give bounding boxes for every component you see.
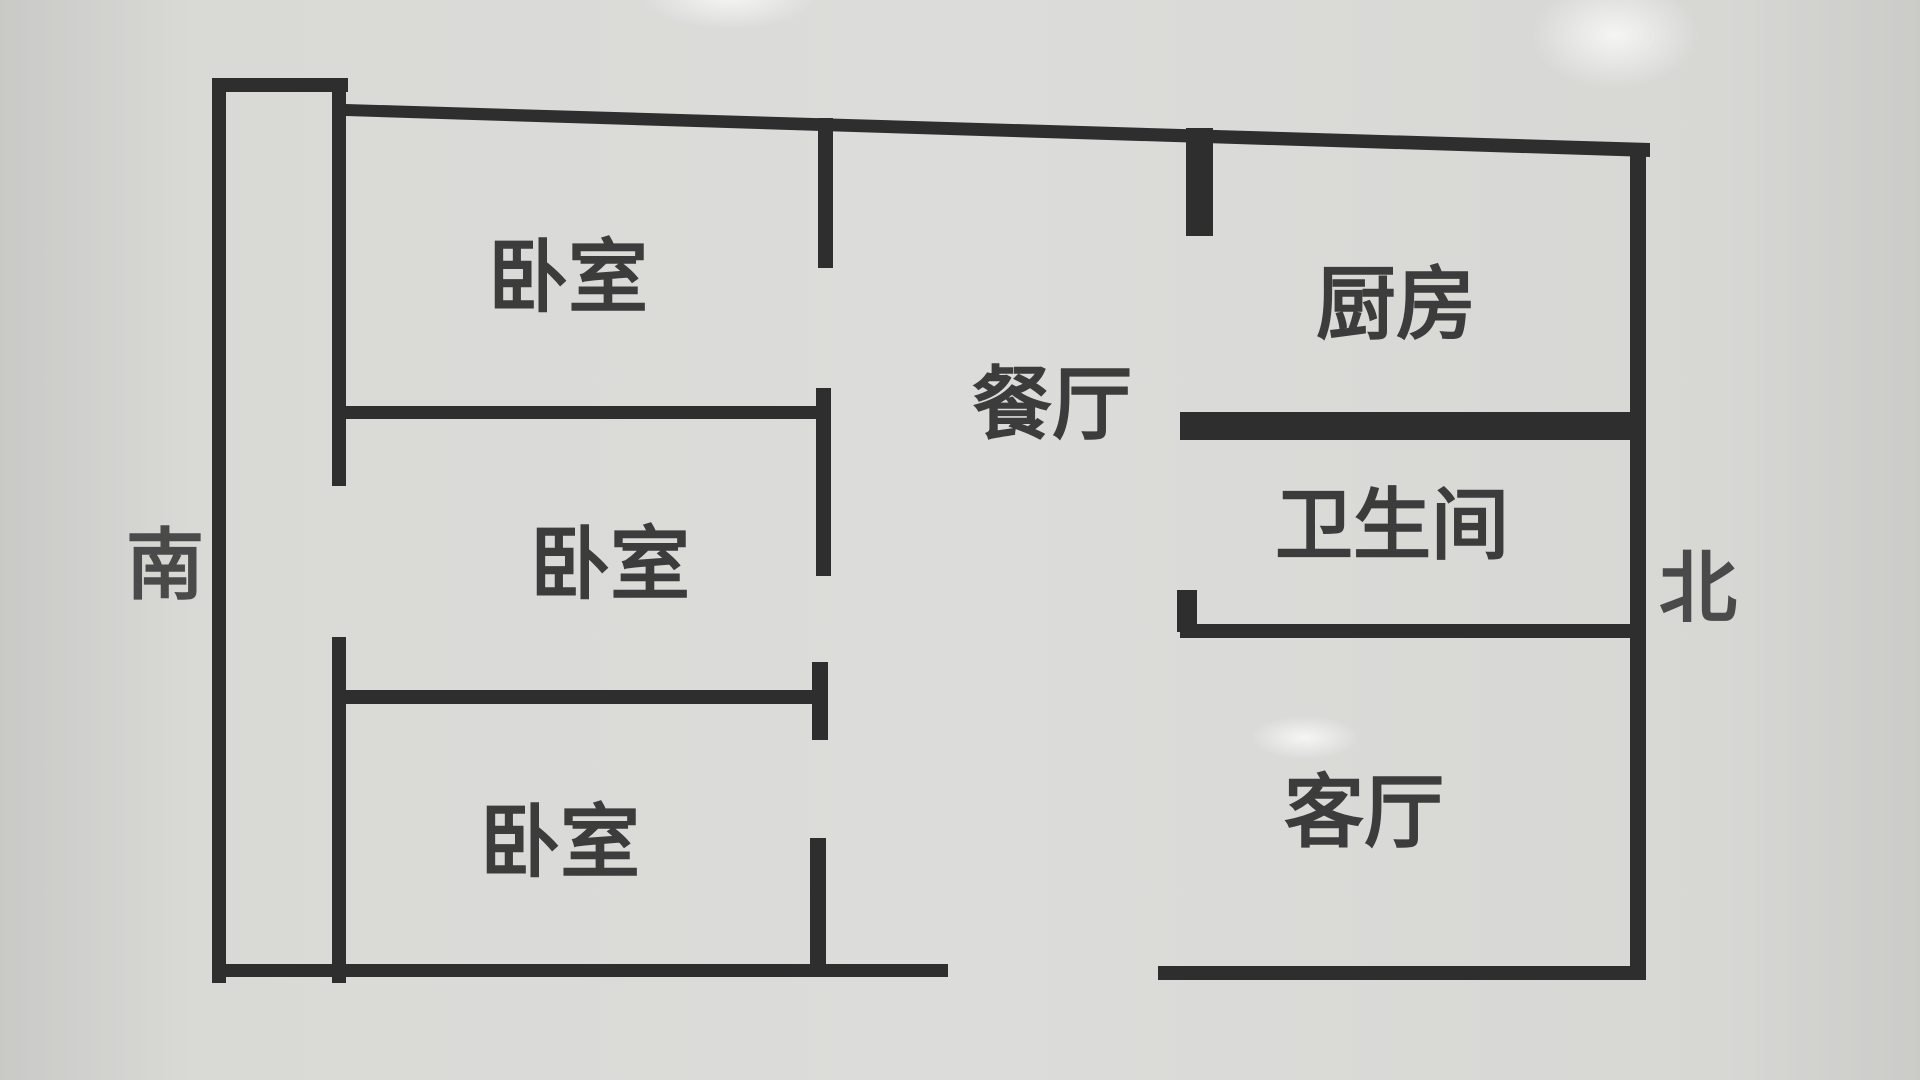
wall-corridor-top bbox=[212, 78, 348, 92]
wall-top bbox=[346, 104, 1650, 157]
room-label-bedroom-top: 卧室 bbox=[488, 231, 648, 324]
room-label-bedroom-middle: 卧室 bbox=[530, 518, 690, 611]
wall-bedroom-middle-side bbox=[816, 388, 831, 576]
wall-kitchen-door-jamb bbox=[1186, 128, 1213, 236]
wall-corridor-inner-upper bbox=[332, 78, 346, 486]
wall-bedroom-top-door-jamb bbox=[818, 118, 833, 268]
wall-bathroom-living bbox=[1180, 624, 1646, 638]
wall-bedroom-divider-1 bbox=[346, 406, 816, 419]
screen-glare-mid bbox=[1250, 715, 1360, 760]
wall-corridor-inner-lower bbox=[332, 637, 346, 983]
screen-glare-right bbox=[1530, 0, 1700, 90]
wall-corridor-outer bbox=[212, 78, 226, 983]
room-label-bedroom-bottom: 卧室 bbox=[480, 796, 640, 889]
compass-labels: 南 北 bbox=[126, 521, 1737, 634]
room-labels: 卧室 卧室 卧室 餐厅 厨房 卫生间 客厅 bbox=[480, 231, 1509, 889]
wall-bottom-left bbox=[212, 964, 948, 977]
wall-bedroom-divider-2 bbox=[346, 690, 828, 704]
wall-bottom-right bbox=[1158, 966, 1646, 980]
walls bbox=[212, 78, 1650, 983]
wall-kitchen-bathroom bbox=[1180, 412, 1646, 440]
room-label-dining: 餐厅 bbox=[972, 358, 1132, 451]
room-label-living: 客厅 bbox=[1284, 766, 1444, 859]
wall-bedroom-bottom-side bbox=[810, 838, 826, 973]
wall-right-outer bbox=[1630, 143, 1646, 979]
direction-north: 北 bbox=[1659, 544, 1737, 634]
room-label-bathroom: 卫生间 bbox=[1275, 481, 1509, 571]
wall-bedroom-bottom-door-jamb bbox=[812, 662, 828, 740]
room-label-kitchen: 厨房 bbox=[1316, 258, 1476, 351]
direction-south: 南 bbox=[126, 521, 204, 611]
wall-bathroom-door-jamb bbox=[1177, 590, 1197, 632]
